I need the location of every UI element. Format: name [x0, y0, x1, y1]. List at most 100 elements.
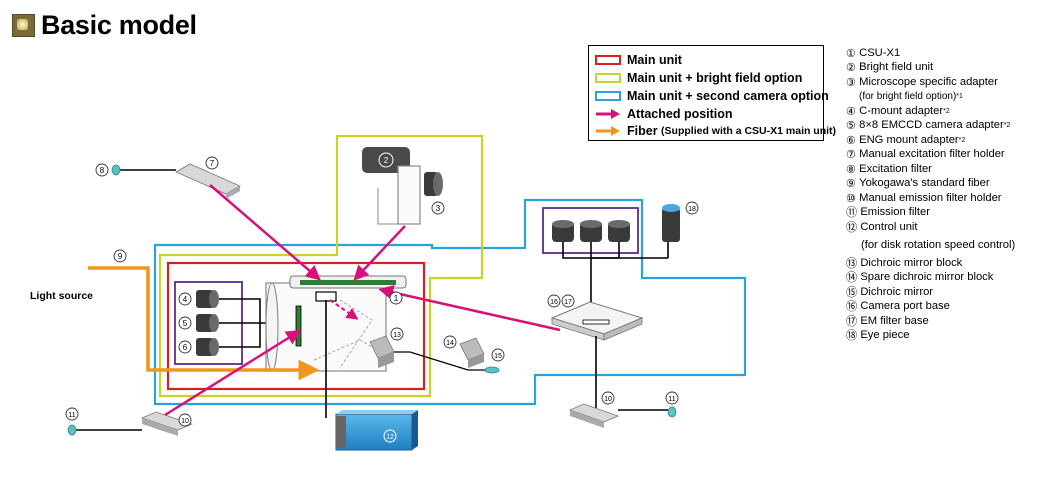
callout-14: 14 — [443, 335, 457, 349]
legend-label: Main unit + second camera option — [627, 89, 829, 103]
c-mount-adapter — [196, 290, 219, 308]
legend-label: Attached position — [627, 107, 733, 121]
attached-arrow-bright-field — [353, 225, 406, 281]
attached-arrow-camera-port — [378, 285, 561, 332]
internal-light-path — [329, 299, 359, 320]
svg-text:17: 17 — [564, 299, 572, 306]
part-item: ⑰ EM filter base — [846, 315, 929, 328]
legend-swatch-yellow — [595, 73, 621, 83]
callout-10-right: 10 — [601, 391, 615, 405]
part-item: ⑪ Emission filter — [846, 206, 930, 219]
csu-x1-body — [265, 275, 407, 372]
callout-3: 3 — [431, 201, 445, 215]
part-item: ⑦ Manual excitation filter holder — [846, 148, 1005, 161]
legend: Main unit Main unit + bright field optio… — [588, 45, 836, 141]
second-c-mount-adapter — [552, 220, 574, 242]
callout-10-left: 10 — [178, 413, 192, 427]
svg-text:16: 16 — [550, 299, 558, 306]
svg-text:18: 18 — [688, 206, 696, 213]
svg-text:14: 14 — [446, 340, 454, 347]
part-item: ⑱ Eye piece — [846, 329, 910, 342]
dichroic-mirror-block — [369, 335, 395, 368]
part-item: ③ Microscope specific adapter — [846, 76, 998, 89]
legend-label: Main unit — [627, 53, 682, 67]
part-item: ⑩ Manual emission filter holder — [846, 192, 1002, 205]
svg-text:11: 11 — [68, 412, 75, 419]
microscope-specific-adapter — [424, 172, 443, 196]
attached-arrow-emission-holder — [164, 330, 302, 417]
part-item: ④ C-mount adapter*2 — [846, 105, 950, 118]
emccd-camera-adapter — [196, 314, 219, 332]
legend-item-main-unit: Main unit — [595, 52, 682, 68]
callout-7: 7 — [205, 156, 219, 170]
callout-4: 4 — [178, 292, 192, 306]
callout-5: 5 — [178, 316, 192, 330]
part-item-note: (for bright field option)*1 — [859, 90, 963, 102]
part-item: ⑫ Control unit — [846, 221, 918, 234]
light-source-label: Light source — [30, 290, 94, 302]
svg-text:15: 15 — [494, 353, 502, 360]
bright-field-outline — [158, 134, 484, 398]
callout-11-left: 11 — [65, 407, 79, 421]
svg-text:10: 10 — [181, 418, 189, 425]
emission-filter-holder-left — [140, 411, 194, 436]
svg-text:11: 11 — [668, 396, 675, 403]
control-unit — [335, 410, 418, 451]
legend-item-attached: Attached position — [595, 106, 733, 122]
second-eng-adapter — [608, 220, 630, 242]
callout-8: 8 — [95, 163, 109, 177]
legend-item-bright-field: Main unit + bright field option — [595, 70, 802, 86]
excitation-filter — [111, 164, 121, 176]
emission-filter-holder-right — [568, 403, 620, 428]
eye-piece — [662, 204, 680, 242]
spare-dichroic-mirror-block — [459, 337, 485, 368]
callout-12: 12 — [383, 429, 397, 443]
svg-text:3: 3 — [436, 204, 441, 213]
dichroic-mirror — [484, 366, 500, 374]
part-item: ① CSU-X1 — [846, 47, 901, 60]
excitation-filter-holder — [175, 163, 241, 199]
callout-9: 9 — [113, 249, 127, 263]
callout-17: 17 — [561, 294, 575, 308]
part-item: ⑤ 8×8 EMCCD camera adapter*2 — [846, 119, 1011, 132]
part-item: ⑮ Dichroic mirror — [846, 286, 934, 299]
svg-text:1: 1 — [394, 294, 399, 303]
svg-text:10: 10 — [604, 396, 612, 403]
svg-text:8: 8 — [100, 166, 105, 175]
part-item: ⑯ Camera port base — [846, 300, 950, 313]
second-emccd-adapter — [580, 220, 602, 242]
magenta-arrow-icon — [596, 109, 620, 119]
legend-swatch-red — [595, 55, 621, 65]
fiber-line — [88, 266, 320, 381]
callout-6: 6 — [178, 340, 192, 354]
attached-arrow-filter-holder — [209, 184, 321, 281]
eng-mount-adapter — [196, 338, 219, 356]
legend-note: (Supplied with a CSU-X1 main unit) — [661, 125, 837, 137]
bullet-icon — [12, 14, 35, 37]
legend-label: Main unit + bright field option — [627, 71, 803, 85]
part-item: ② Bright field unit — [846, 61, 934, 74]
part-item: ⑭ Spare dichroic mirror block — [846, 271, 994, 284]
second-camera-outline — [153, 198, 747, 406]
svg-text:9: 9 — [118, 252, 123, 261]
emission-filter-left — [67, 424, 77, 436]
callout-18: 18 — [685, 201, 699, 215]
svg-text:13: 13 — [393, 332, 401, 339]
light-source-icon — [35, 249, 85, 280]
legend-label: Fiber — [627, 124, 658, 138]
svg-text:5: 5 — [183, 319, 188, 328]
svg-text:2: 2 — [384, 156, 389, 165]
legend-item-fiber: Fiber (Supplied with a CSU-X1 main unit) — [595, 123, 836, 139]
callout-2: 2 — [378, 152, 394, 168]
callout-15: 15 — [491, 348, 505, 362]
orange-arrow-icon — [596, 126, 620, 136]
legend-swatch-blue — [595, 91, 621, 101]
part-item: ⑥ ENG mount adapter*2 — [846, 134, 966, 147]
legend-item-second-camera: Main unit + second camera option — [595, 88, 829, 104]
page-title: Basic model — [41, 10, 197, 40]
part-item: ⑨ Yokogawa's standard fiber — [846, 177, 990, 190]
main-unit-outline — [166, 261, 426, 391]
part-item-note: (for disk rotation speed control) — [861, 239, 1016, 251]
callout-13: 13 — [390, 327, 404, 341]
